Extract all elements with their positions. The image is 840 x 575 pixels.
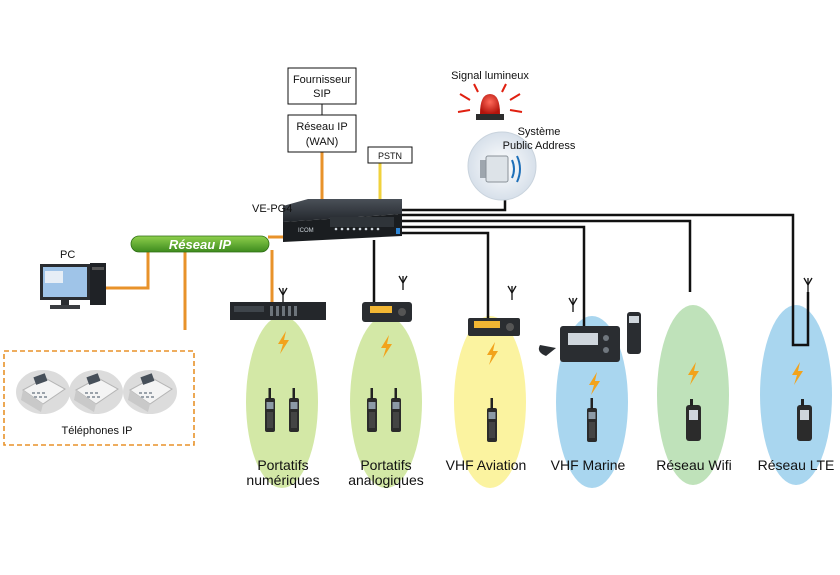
public-address-icon <box>467 131 537 201</box>
analog-coverage-ellipse <box>350 316 422 488</box>
phones-group-frame <box>3 350 195 446</box>
lte-coverage-ellipse <box>760 305 832 485</box>
ip-phones-label: Téléphones IP <box>62 425 133 437</box>
radio-links <box>372 190 810 347</box>
vhf-air-coverage-ellipse <box>454 316 526 488</box>
vhf-marine-antenna-icon <box>568 297 578 313</box>
vhf-air-radio-device <box>468 318 520 336</box>
gateway-label: VE-PG4 <box>252 203 292 215</box>
lte-antenna-icon <box>803 277 813 293</box>
analog-label-line2: analogiques <box>348 472 424 488</box>
lte-label: Réseau LTE <box>758 457 835 473</box>
ip-phone-icon-2 <box>68 369 124 415</box>
vhf-marine-label: VHF Marine <box>551 457 626 473</box>
pa-label-line1: Système <box>518 126 561 138</box>
signal-label: Signal lumineux <box>451 70 529 82</box>
wifi-handheld-icon <box>686 399 701 441</box>
analog-mobile-radio-device <box>362 302 412 322</box>
ip-network-label: Réseau IP <box>169 237 231 252</box>
sip-label-line1: Fournisseur <box>293 74 351 86</box>
digital-label-line1: Portatifs <box>257 457 308 473</box>
lte-handheld-icon <box>797 399 812 441</box>
ip-phone-icon-3 <box>122 369 178 415</box>
beacon-icon <box>457 83 523 120</box>
digital-coverage-ellipse <box>246 316 318 488</box>
ip-links <box>104 152 324 330</box>
vhf-air-label: VHF Aviation <box>446 457 527 473</box>
vhf-air-antenna-icon <box>507 285 517 301</box>
digital-label-line2: numériques <box>246 472 319 488</box>
pa-label-line2: Public Address <box>503 140 576 152</box>
pstn-label: PSTN <box>378 151 402 161</box>
vhf-marine-radio-device <box>538 312 641 362</box>
gateway-ve-pg4-device <box>283 199 402 242</box>
wan-label-line1: Réseau IP <box>296 121 347 133</box>
digital-antenna-icon <box>278 287 288 303</box>
analog-antenna-icon <box>398 275 408 291</box>
pstn-box <box>367 146 413 164</box>
gateway-brand: ICOM <box>298 228 314 234</box>
wifi-coverage-ellipse <box>657 305 729 485</box>
sip-label-line2: SIP <box>313 88 331 100</box>
ip-phone-icon-1 <box>15 369 71 415</box>
digital-repeater-device <box>230 302 326 320</box>
wan-label-line2: (WAN) <box>306 136 339 148</box>
pc-label: PC <box>60 249 75 261</box>
wan-box <box>287 114 357 153</box>
wifi-label: Réseau Wifi <box>656 457 731 473</box>
pc-icon <box>40 263 106 309</box>
analog-label-line1: Portatifs <box>360 457 411 473</box>
sip-provider-box <box>287 67 357 105</box>
ip-network-bar <box>130 235 270 253</box>
